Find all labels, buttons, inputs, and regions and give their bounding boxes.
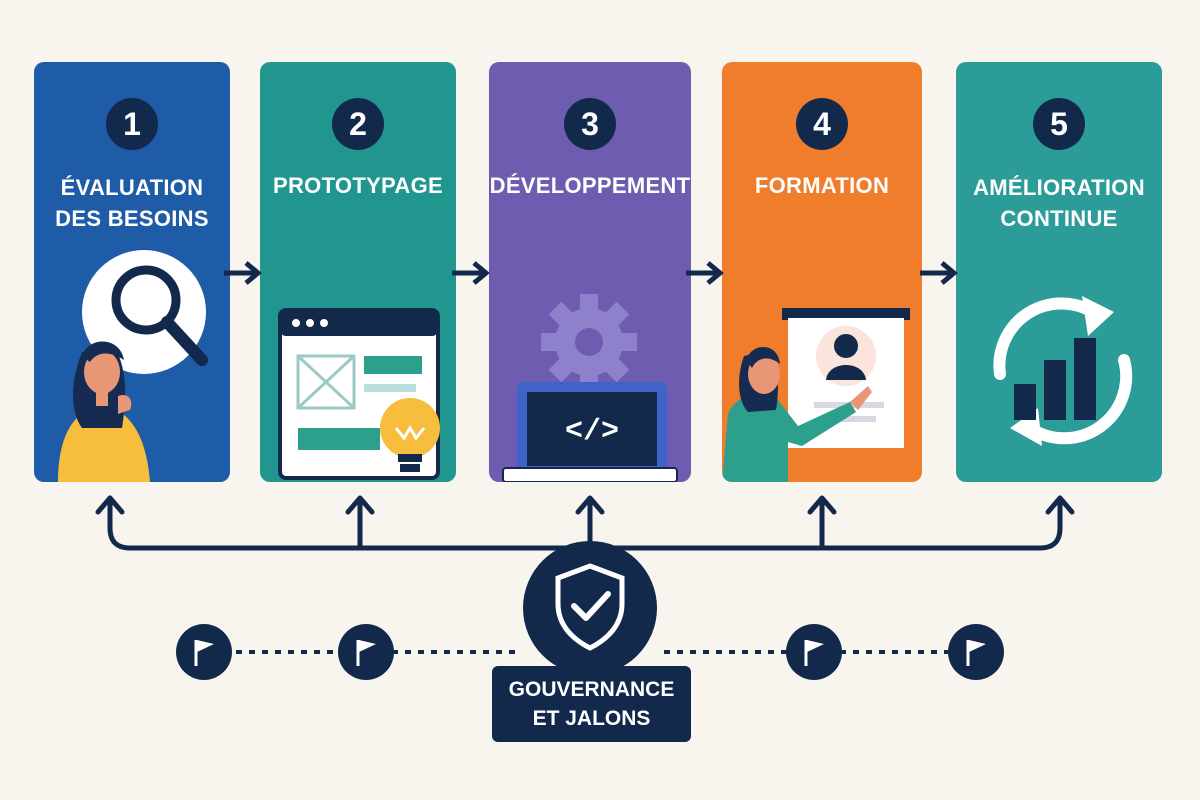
step-title-2: PROTOTYPAGE bbox=[273, 173, 443, 198]
svg-text:</>: </> bbox=[565, 415, 619, 449]
up-arrow-1 bbox=[95, 495, 125, 515]
governance-label: GOUVERNANCE ET JALONS bbox=[492, 666, 691, 742]
governance-label-text: GOUVERNANCE ET JALONS bbox=[508, 678, 675, 730]
up-arrow-5 bbox=[1045, 495, 1075, 515]
step-title-5: AMÉLIORATION CONTINUE bbox=[973, 175, 1145, 231]
step-number-5: 5 bbox=[1033, 98, 1085, 150]
milestone-flag-4 bbox=[948, 624, 1004, 680]
step-card-5: 5 AMÉLIORATION CONTINUE bbox=[956, 62, 1162, 482]
step-card-1: 1 ÉVALUATION DES BESOINS bbox=[34, 62, 230, 482]
step-card-2: 2 PROTOTYPAGE bbox=[260, 62, 456, 482]
flow-arrow-2 bbox=[452, 261, 490, 285]
flow-arrow-1 bbox=[224, 261, 262, 285]
step-number-2: 2 bbox=[332, 98, 384, 150]
step-title-3: DÉVELOPPEMENT bbox=[489, 173, 691, 198]
milestone-flag-2 bbox=[338, 624, 394, 680]
milestone-flag-1 bbox=[176, 624, 232, 680]
step-title-4: FORMATION bbox=[754, 173, 890, 198]
up-arrow-3 bbox=[575, 495, 605, 515]
flow-arrow-3 bbox=[686, 261, 724, 285]
milestone-flag-3 bbox=[786, 624, 842, 680]
cycle-chart-icon bbox=[993, 296, 1133, 446]
step-number-1: 1 bbox=[106, 98, 158, 150]
flow-arrow-4 bbox=[920, 261, 958, 285]
magnifier-person-icon bbox=[58, 250, 208, 482]
step-number-4: 4 bbox=[796, 98, 848, 150]
laptop-code-gear-icon: </> bbox=[502, 294, 678, 482]
up-arrow-2 bbox=[345, 495, 375, 515]
wireframe-lightbulb-icon bbox=[278, 308, 440, 480]
presenter-board-icon bbox=[722, 308, 910, 482]
up-arrow-4 bbox=[807, 495, 837, 515]
shield-check-icon bbox=[523, 541, 657, 675]
step-title-1: ÉVALUATION DES BESOINS bbox=[55, 175, 209, 231]
step-card-3: 3 DÉVELOPPEMENT </> bbox=[489, 62, 691, 482]
step-number-3: 3 bbox=[564, 98, 616, 150]
step-card-4: 4 FORMATION bbox=[722, 62, 922, 482]
